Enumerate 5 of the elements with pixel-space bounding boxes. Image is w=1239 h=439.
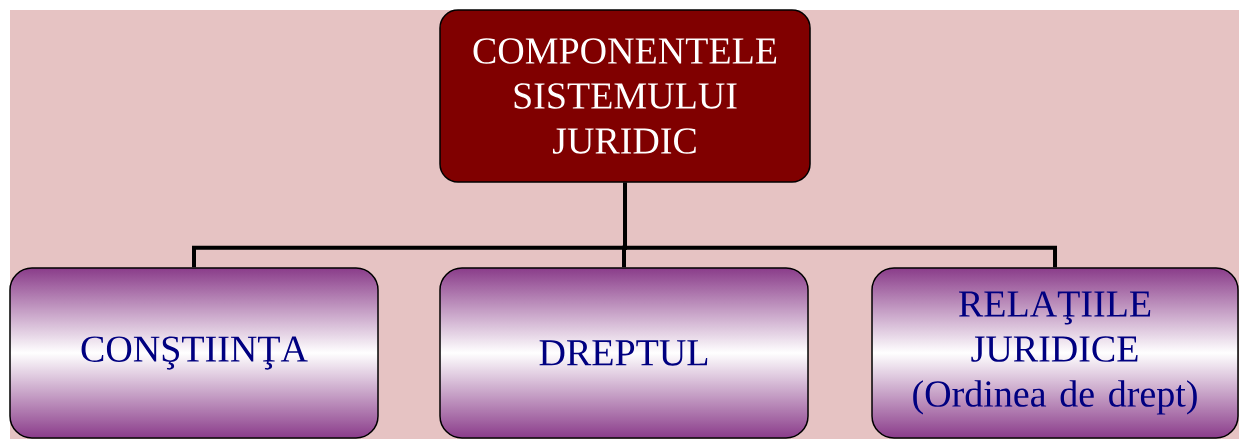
- component-box: CONŞTIINŢA: [9, 267, 379, 439]
- component-box: DREPTUL: [439, 267, 809, 439]
- component-box: RELAŢIILE JURIDICE (Ordinea de drept): [871, 267, 1239, 439]
- connector-line: [623, 182, 1057, 268]
- title-box: COMPONENTELE SISTEMULUI JURIDIC: [439, 9, 811, 183]
